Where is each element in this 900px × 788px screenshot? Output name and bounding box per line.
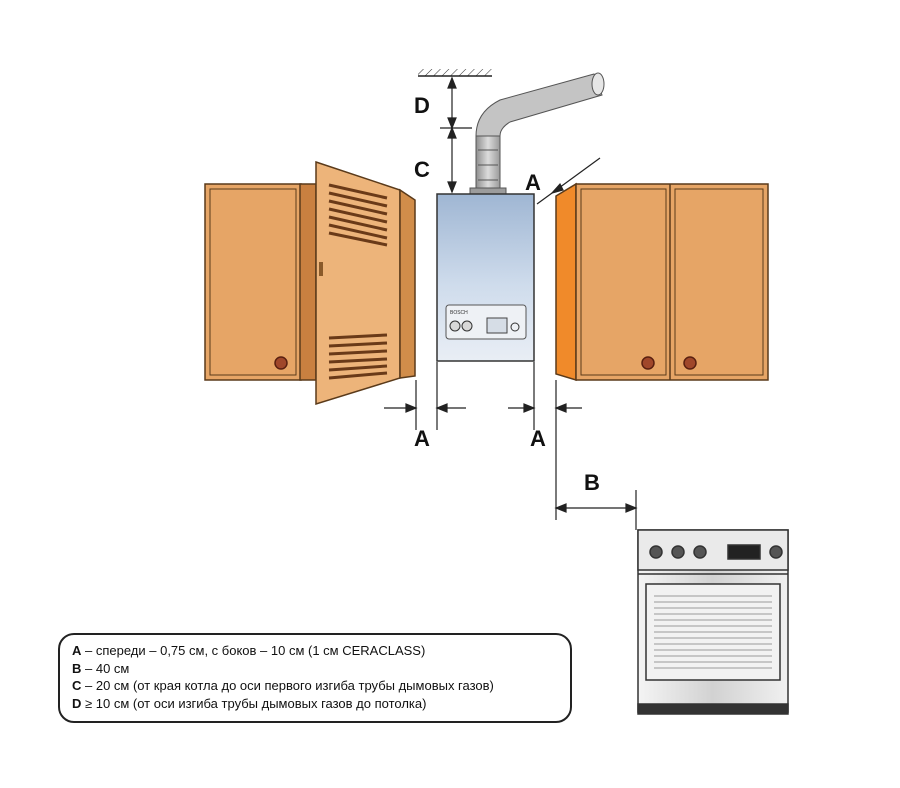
left-cabinet bbox=[204, 160, 416, 406]
dimension-lines bbox=[384, 76, 638, 530]
stove-display bbox=[727, 544, 761, 560]
cabinet-knob bbox=[683, 356, 697, 370]
label-d: D bbox=[414, 93, 430, 118]
svg-text:BOSCH: BOSCH bbox=[450, 310, 468, 316]
legend-row-a: A – спереди – 0,75 см, с боков – 10 см (… bbox=[72, 643, 426, 658]
right-cabinets bbox=[555, 182, 769, 382]
legend-row-c: C – 20 см (от края котла до оси первого … bbox=[72, 678, 494, 693]
gas-stove bbox=[637, 529, 789, 715]
vent-grille bbox=[328, 183, 388, 380]
boiler-display bbox=[486, 317, 508, 334]
stove-knob bbox=[649, 545, 663, 559]
legend-row-b: B – 40 см bbox=[72, 660, 130, 676]
label-b: B bbox=[584, 470, 600, 495]
stove-knob bbox=[693, 545, 707, 559]
stove-knob bbox=[671, 545, 685, 559]
gas-boiler: BOSCH bbox=[436, 193, 535, 362]
legend-box: A – спереди – 0,75 см, с боков – 10 см (… bbox=[58, 633, 572, 723]
label-c: C bbox=[414, 157, 430, 182]
boiler-knob-2 bbox=[461, 320, 473, 332]
label-a-right: A bbox=[530, 426, 546, 451]
legend-row-d: D ≥ 10 см (от оси изгиба трубы дымовых г… bbox=[72, 695, 427, 711]
cabinet-knob bbox=[274, 356, 288, 370]
flue-pipe bbox=[469, 72, 605, 197]
label-a-top: A bbox=[525, 170, 541, 195]
cabinet-knob bbox=[641, 356, 655, 370]
oven-window bbox=[654, 595, 772, 669]
power-icon bbox=[510, 322, 520, 332]
stove-knob bbox=[769, 545, 783, 559]
ceiling bbox=[418, 69, 492, 77]
label-a-left: A bbox=[414, 426, 430, 451]
boiler-knob-1 bbox=[449, 320, 461, 332]
